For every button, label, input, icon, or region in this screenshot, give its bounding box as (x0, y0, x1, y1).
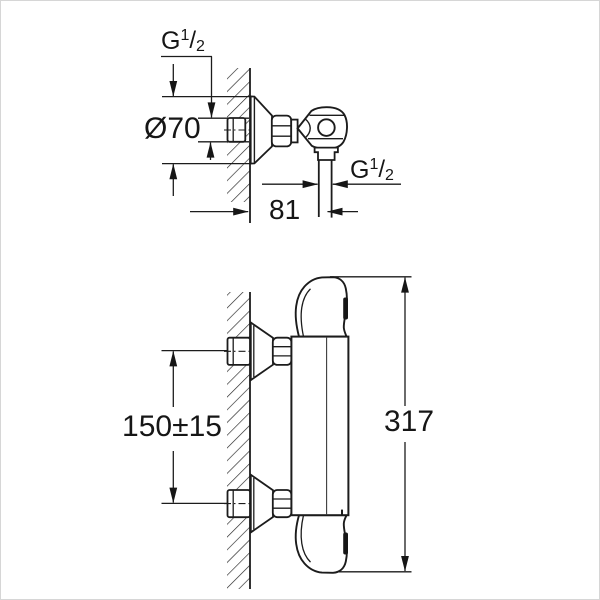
outlet-thread-numerator: 1 (369, 156, 379, 173)
valve-body-side (296, 106, 348, 150)
outlet-side (313, 146, 339, 218)
inlet-thread-slash: / (189, 27, 197, 54)
label-overall-height: 317 (383, 405, 435, 438)
label-outlet-thread: G1/2 (350, 157, 394, 184)
escutcheon-cone-side (249, 95, 273, 165)
mixer-body-front (290, 335, 350, 517)
outlet-thread-letter: G (350, 156, 370, 184)
hex-nut-side (270, 114, 293, 148)
wall-union-side (224, 117, 251, 143)
connector-ring-side (290, 118, 299, 144)
inlet-thread-denominator: 2 (196, 38, 205, 55)
connection-bottom (224, 473, 293, 535)
connection-top (224, 320, 293, 382)
dimension-connection-spacing (161, 349, 228, 505)
dimension-inlet-thread (161, 55, 216, 160)
handle-grip-button-top (343, 297, 348, 320)
label-inlet-thread: G1/2 (161, 28, 205, 55)
handle-grip-button-bottom (343, 532, 348, 555)
inlet-thread-letter: G (161, 27, 181, 55)
temperature-handle (294, 276, 349, 338)
inlet-thread-numerator: 1 (180, 27, 190, 44)
outlet-thread-slash: / (378, 156, 386, 183)
front-view (161, 276, 412, 589)
dimension-overall-height (330, 276, 412, 573)
label-projection-81: 81 (269, 194, 301, 225)
outlet-thread-denominator: 2 (385, 167, 394, 184)
label-escutcheon-diameter: Ø70 (144, 112, 201, 145)
side-view (161, 55, 401, 223)
label-connection-spacing: 150±15 (122, 410, 222, 443)
volume-handle (294, 514, 349, 574)
